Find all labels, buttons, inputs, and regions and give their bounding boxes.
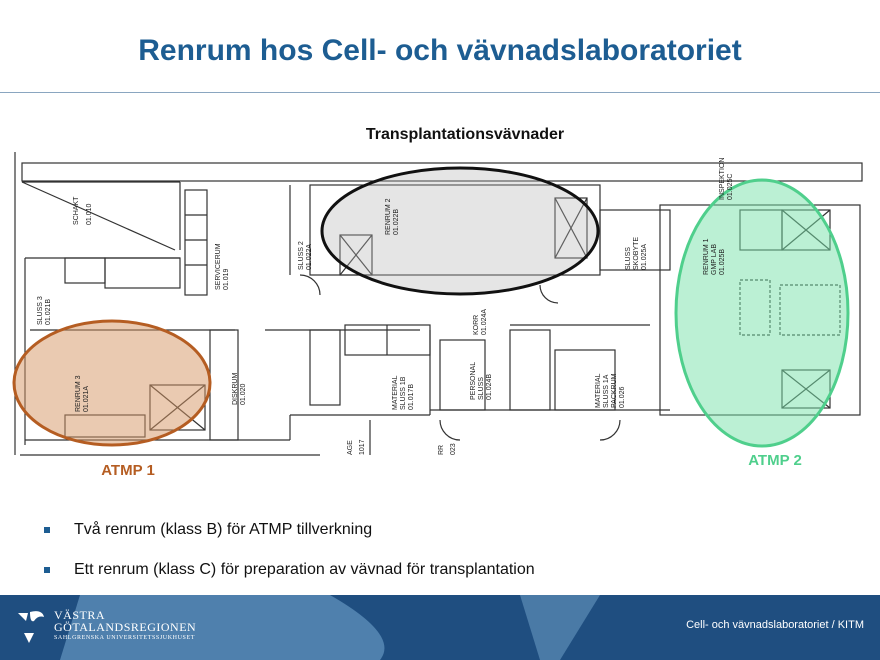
- room-inspektion: INSPEKTION01.025C: [719, 158, 734, 200]
- room-renrum-3: RENRUM 301.021A: [75, 375, 90, 412]
- bullet-marker-icon: [44, 527, 50, 533]
- atmp1-label: ATMP 1: [101, 462, 155, 479]
- room-material-sluss-1a: MATERIALSLUSS 1APACKRUM01.026: [595, 373, 626, 408]
- room-personal-sluss: PERSONALSLUSS01.024B: [470, 362, 493, 400]
- bullet-item: Två renrum (klass B) för ATMP tillverkni…: [44, 510, 535, 550]
- bullet-list: Två renrum (klass B) för ATMP tillverkni…: [44, 510, 535, 590]
- atmp1-cleanroom-highlight: [12, 319, 212, 447]
- vgr-logo-icon: [18, 611, 44, 643]
- room-renrum-2: RENRUM 201.022B: [385, 198, 400, 235]
- room-renrum-1: RENRUM 1GMP LAB01.025B: [703, 238, 726, 275]
- footer-banner: VÄSTRA GÖTALANDSREGIONEN SAHLGRENSKA UNI…: [0, 595, 880, 660]
- room-korr: KORR01.024A: [473, 309, 488, 335]
- bullet-text: Ett renrum (klass C) för preparation av …: [74, 561, 535, 578]
- org-name-line3: SAHLGRENSKA UNIVERSITETSSJUKHUSET: [54, 635, 195, 641]
- bullet-marker-icon: [44, 567, 50, 573]
- footer-decoration: [60, 595, 600, 660]
- vgr-logo: VÄSTRA GÖTALANDSREGIONEN SAHLGRENSKA UNI…: [16, 609, 196, 645]
- plan-heading: Transplantationsvävnader: [366, 126, 564, 143]
- footer-department: Cell- och vävnadslaboratoriet / KITM: [686, 619, 864, 631]
- bullet-item: Ett renrum (klass C) för preparation av …: [44, 550, 535, 590]
- floor-plan: Transplantationsvävnader: [12, 126, 863, 479]
- bullet-text: Två renrum (klass B) för ATMP tillverkni…: [74, 521, 373, 538]
- org-name-line2: GÖTALANDSREGIONEN: [54, 620, 197, 634]
- transplant-cleanroom-highlight: [320, 166, 600, 296]
- title-divider: [0, 92, 880, 93]
- room-sluss-2: SLUSS 201.022A: [298, 241, 313, 270]
- room-diskrum: DISKRUM01.020: [232, 373, 247, 405]
- room-sluss-3: SLUSS 301.021B: [37, 296, 52, 325]
- room-sluss-skobyte: SLUSSSKOBYTE01.025A: [625, 237, 648, 270]
- atmp2-cleanroom-highlight: [674, 178, 850, 448]
- slide-title: Renrum hos Cell- och vävnadslaboratoriet: [138, 34, 742, 67]
- org-name-line1: VÄSTRA: [54, 608, 106, 622]
- room-servicerum: SERVICERUM01.019: [215, 243, 230, 290]
- atmp2-label: ATMP 2: [748, 452, 802, 469]
- room-material-sluss-1b: MATERIALSLUSS 1B01.017B: [392, 375, 415, 410]
